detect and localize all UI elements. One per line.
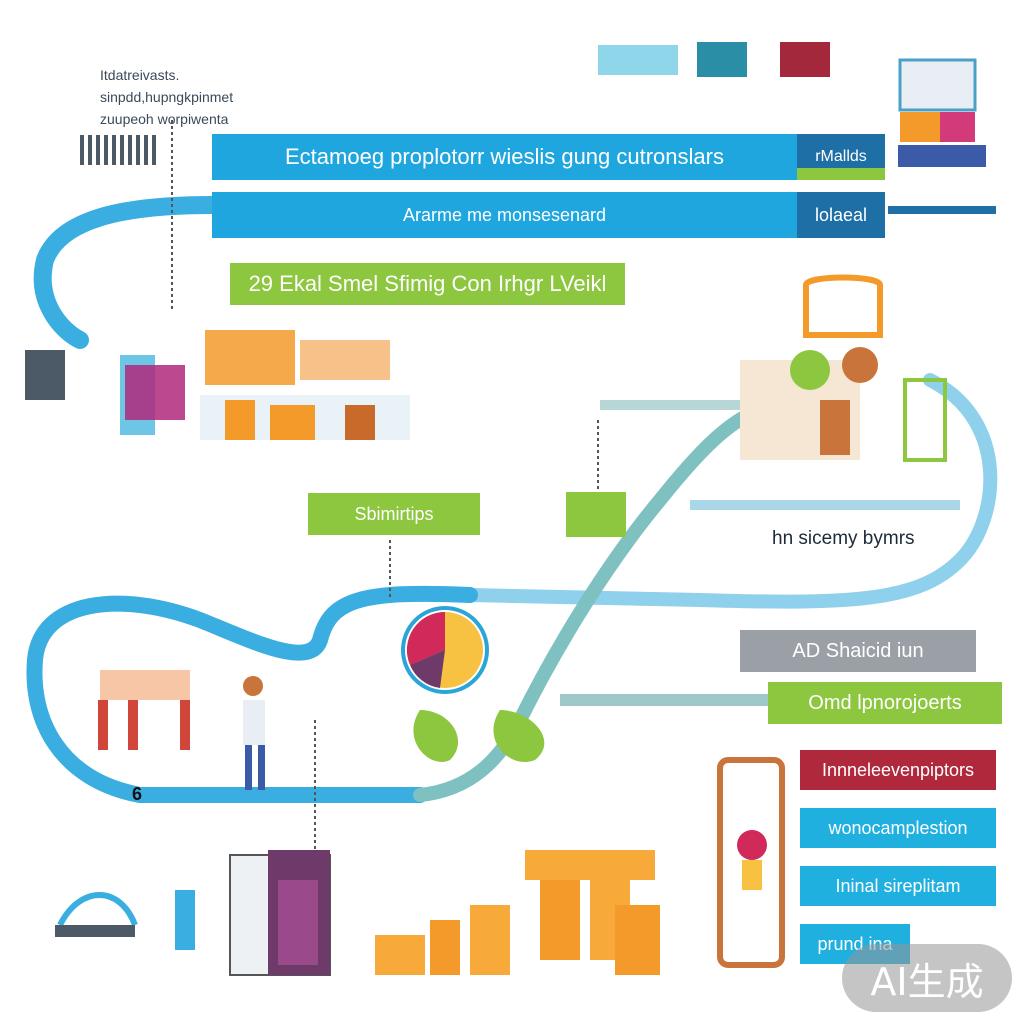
main-banner-side-text: rMallds [815, 148, 867, 165]
leaf-icons [413, 492, 626, 762]
top-note-line-3: zuupeoh worpiwenta [100, 111, 229, 127]
flow-path-top-left [33, 196, 221, 349]
sbimirtips-text: Sbimirtips [354, 503, 434, 524]
shelf-illustration [598, 42, 996, 214]
side-list-item-2: wonocamplestion [800, 808, 996, 848]
barcode-strip [80, 135, 160, 165]
flow-path-teal [413, 403, 767, 802]
tower-illustration [55, 850, 331, 976]
flow-path-middle [26, 585, 478, 803]
small-number-label: 6 [132, 784, 142, 805]
hn-sicemy-label: hn sicemy bymrs [772, 528, 915, 550]
side-list-item-1: Innneleevenpiptors [800, 750, 996, 790]
side-list-item-3-label: Ininal sireplitam [835, 875, 961, 896]
omd-lpnorojoerts-tag: Omd lpnorojoerts [768, 682, 1002, 724]
ad-shaicid-text: AD Shaicid iun [792, 639, 924, 662]
second-banner-side: lolaeal [797, 192, 885, 238]
ad-shaicid-tag: AD Shaicid iun [740, 630, 976, 672]
top-note-line-2: sinpdd,hupngkpinmet [100, 89, 234, 105]
second-banner-text: Ararme me monsesenard [402, 204, 607, 225]
second-banner: Ararme me monsesenard [212, 192, 797, 238]
second-banner-side-text: lolaeal [814, 204, 868, 225]
house-illustration [740, 274, 947, 462]
flow-path-right-loop [463, 373, 998, 609]
side-list-item-3: Ininal sireplitam [800, 866, 996, 906]
small-number-text: 6 [132, 784, 143, 804]
hn-sicemy-text: hn sicemy bymrs [772, 528, 915, 549]
top-note-line-1: Itdatreivasts. [100, 67, 180, 83]
side-list-item-2-label: wonocamplestion [828, 817, 968, 838]
main-banner-accent [797, 168, 885, 180]
watermark-text: AI生成 [870, 959, 984, 1004]
factory-illustration [25, 330, 410, 440]
main-banner-text: Ectamoeg proplotorr wieslis gung cutrons… [285, 144, 724, 169]
top-note: Itdatreivasts. sinpdd,hupngkpinmet zuupe… [100, 64, 233, 130]
main-banner: Ectamoeg proplotorr wieslis gung cutrons… [212, 134, 797, 180]
ai-generated-watermark: AI生成 [842, 944, 1012, 1012]
side-list-item-1-label: Innneleevenpiptors [821, 759, 975, 780]
green-banner-text: 29 Ekal Smel Sfimig Con Irhgr LVeikl [248, 271, 607, 296]
pie-chart-icon [401, 606, 489, 694]
orange-buildings-illustration [375, 850, 660, 975]
door-frame-illustration [717, 757, 785, 968]
green-banner: 29 Ekal Smel Sfimig Con Irhgr LVeikl [230, 263, 625, 305]
omd-lpnorojoerts-text: Omd lpnorojoerts [808, 691, 962, 714]
workbench-illustration [98, 670, 265, 790]
sbimirtips-tag: Sbimirtips [308, 493, 480, 535]
